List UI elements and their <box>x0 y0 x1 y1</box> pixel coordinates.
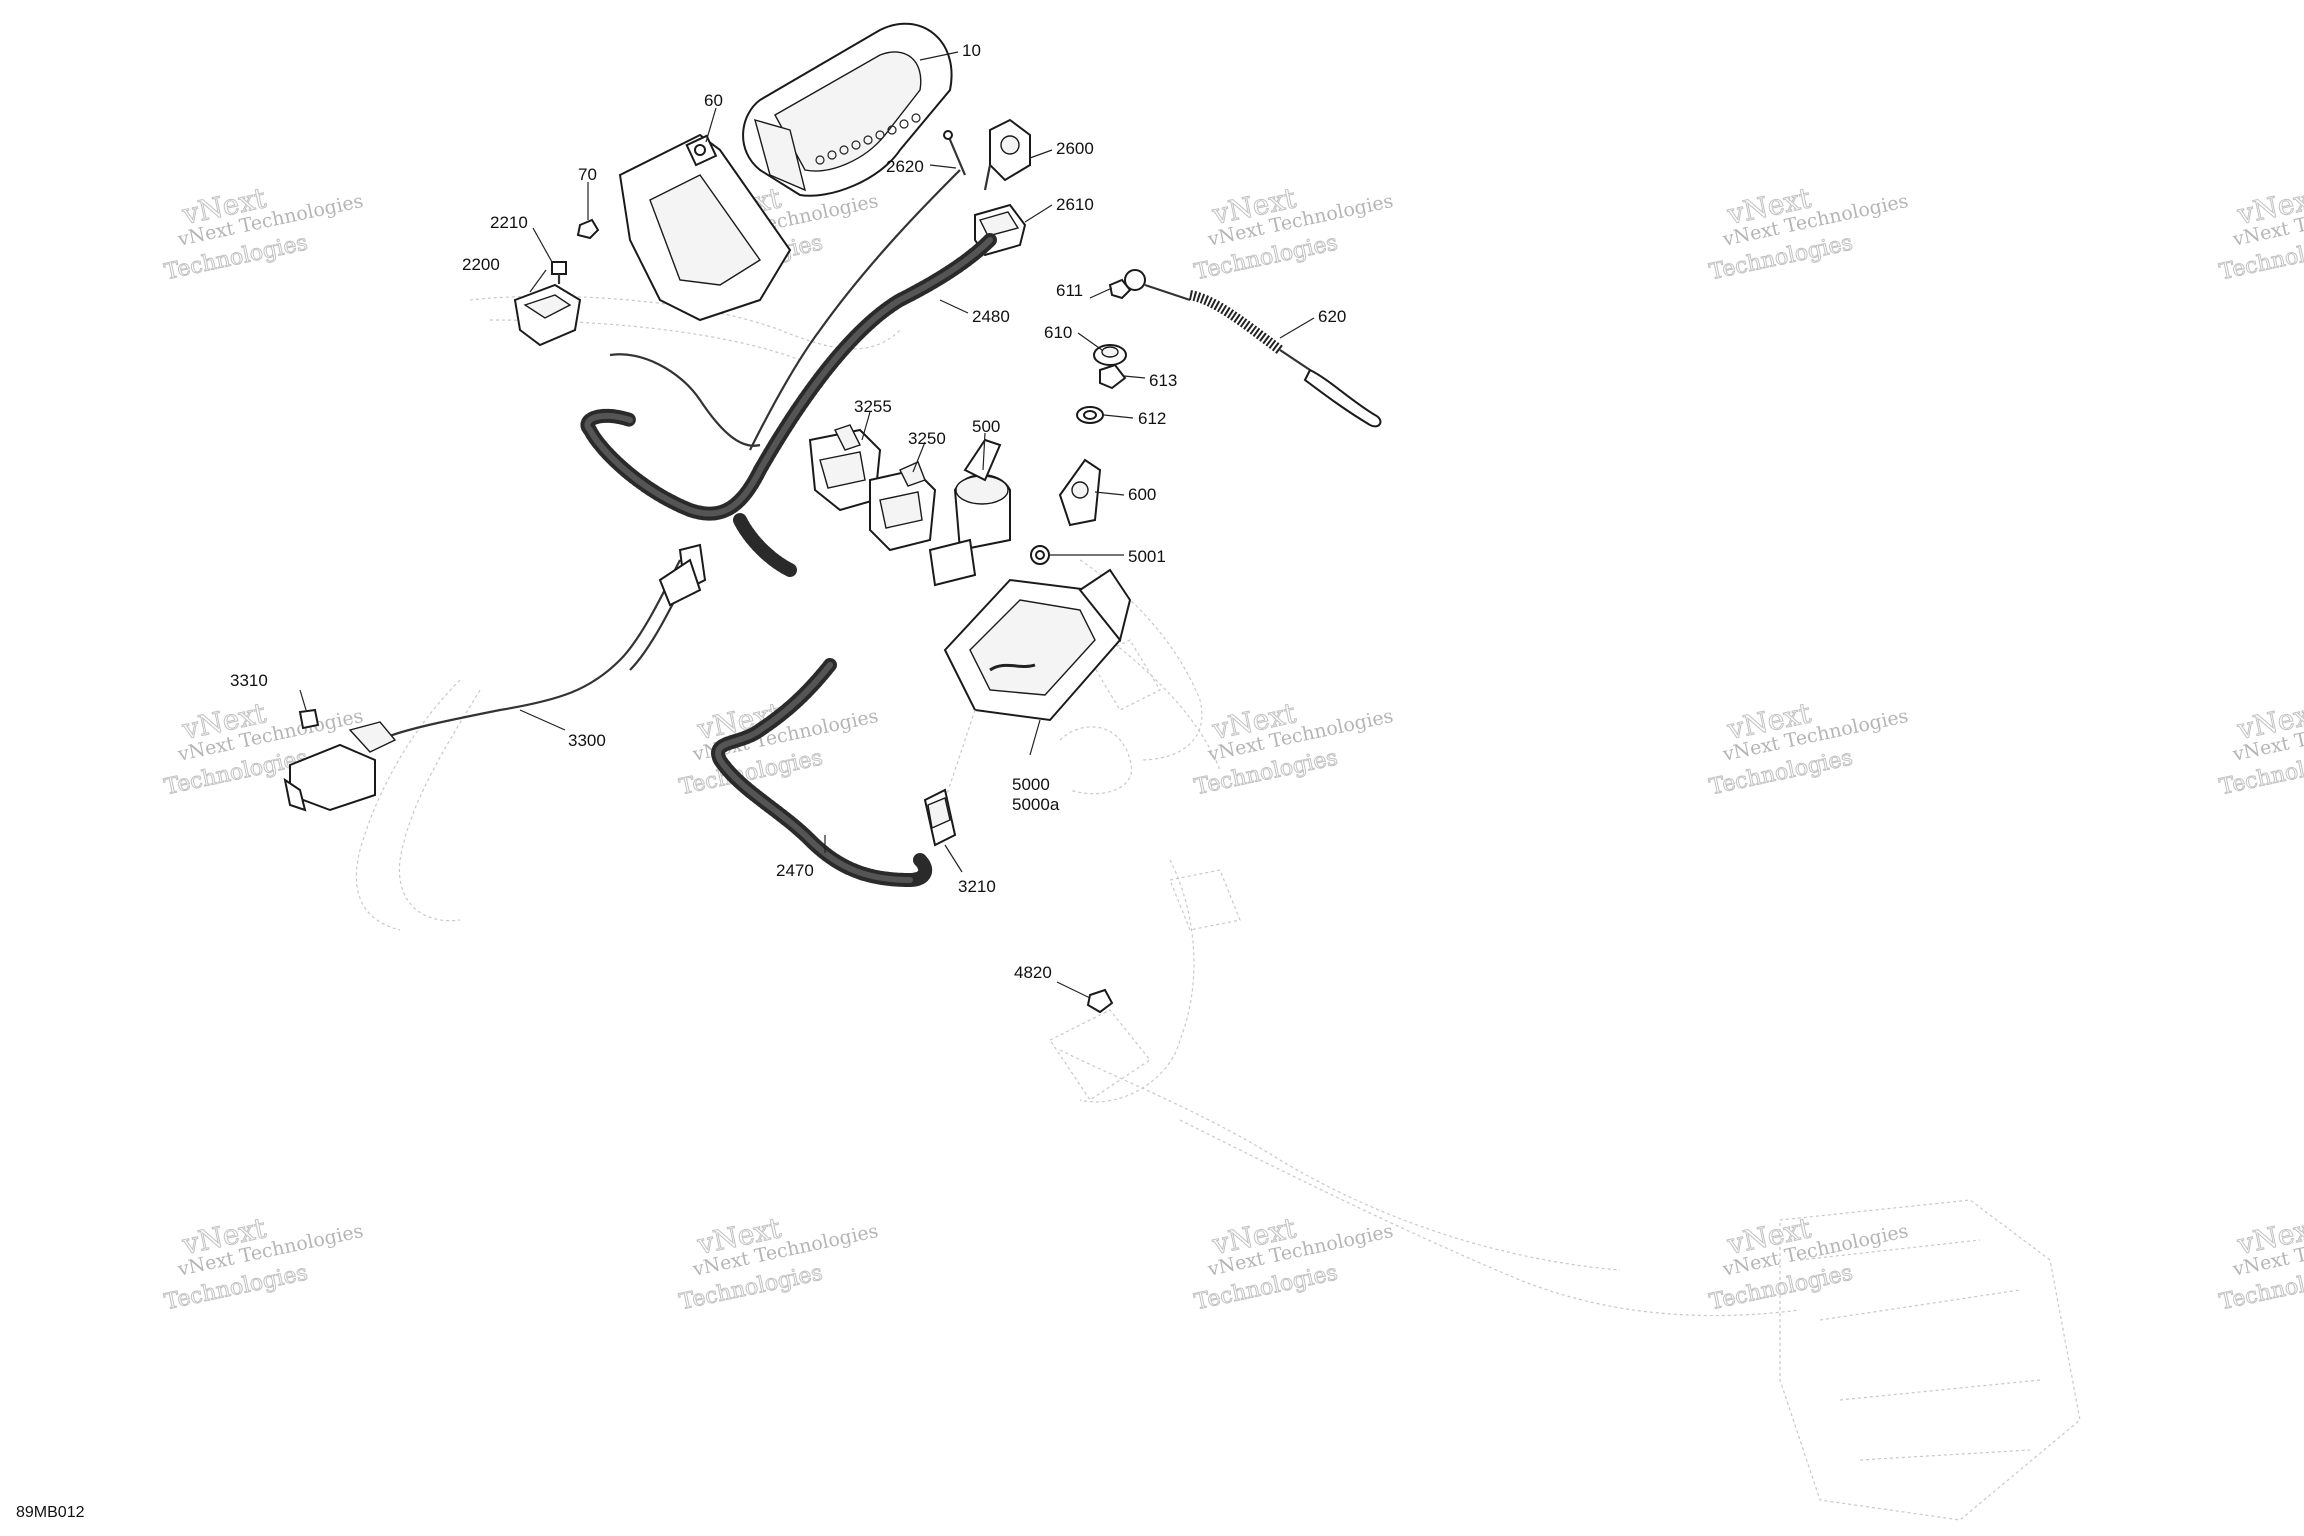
callout-600: 600 <box>1128 485 1156 504</box>
screw-3310 <box>298 708 320 730</box>
callout-2480: 2480 <box>972 307 1010 326</box>
callout-2610: 2610 <box>1056 195 1094 214</box>
callout-5000a: 5000a <box>1012 795 1060 814</box>
callout-5000: 5000 <box>1012 775 1050 794</box>
callout-2210: 2210 <box>490 213 528 232</box>
relay-2200 <box>513 283 582 347</box>
washer-612 <box>1076 406 1104 424</box>
callout-2200: 2200 <box>462 255 500 274</box>
figure-code: 89MB012 <box>16 1504 85 1521</box>
switch-2600 <box>983 118 1031 191</box>
callout-3210: 3210 <box>958 877 996 896</box>
connector-3210 <box>923 788 957 847</box>
ecm-5000 <box>943 568 1132 722</box>
watermark: vNext vNext Technologies Technologies <box>1707 1211 1910 1316</box>
callout-5001: 5001 <box>1128 547 1166 566</box>
callout-2620: 2620 <box>886 157 924 176</box>
callout-60: 60 <box>704 91 723 110</box>
callout-2600: 2600 <box>1056 139 1094 158</box>
nut-70 <box>576 218 600 240</box>
nut-613 <box>1099 363 1127 390</box>
watermark: vNext vNext Technologies Technologies <box>1192 181 1395 286</box>
tether-cord-620 <box>1124 269 1382 428</box>
callout-labels: 10 60 70 2210 2200 2620 2600 2610 2480 6… <box>230 41 1346 982</box>
watermark: vNext vNext Technologies Technologies <box>677 696 880 801</box>
leader-lines <box>299 51 1315 999</box>
callout-2470: 2470 <box>776 861 814 880</box>
callout-3310: 3310 <box>230 671 268 690</box>
switch-3255 <box>808 424 882 512</box>
screw-2620 <box>943 130 967 176</box>
watermark: vNext vNext Technologies Technologies <box>1192 1211 1395 1316</box>
callout-3250: 3250 <box>908 429 946 448</box>
watermarks: vNext vNext Technologies Technologies vN… <box>162 181 2304 1316</box>
harness-2480 <box>580 233 997 577</box>
screw-2210 <box>551 261 567 284</box>
watermark: vNext vNext Technologies Technologies <box>1707 696 1910 801</box>
switch-3250 <box>869 461 937 552</box>
display-cluster <box>742 22 953 197</box>
watermark: vNext vNext Technologies Technologies <box>2217 696 2304 801</box>
callout-611: 611 <box>1056 281 1083 300</box>
watermark: vNext vNext Technologies Technologies <box>677 1211 880 1316</box>
bushing-610 <box>1093 344 1127 366</box>
callout-612: 612 <box>1138 409 1166 428</box>
ignition-500 <box>928 438 1011 587</box>
harness-2470 <box>711 658 933 888</box>
harness-3300 <box>379 543 707 741</box>
callout-500: 500 <box>972 417 1000 436</box>
watermark: vNext vNext Technologies Technologies <box>162 181 365 286</box>
nut-5001 <box>1030 545 1050 565</box>
callout-613: 613 <box>1149 371 1177 390</box>
relay-mount <box>283 721 397 812</box>
watermark: vNext vNext Technologies Technologies <box>162 1211 365 1316</box>
watermark: vNext vNext Technologies Technologies <box>1707 181 1910 286</box>
callout-3300: 3300 <box>568 731 606 750</box>
ecm-leader-dash <box>944 709 976 801</box>
callout-70: 70 <box>578 165 597 184</box>
cord-switch-600 <box>1058 458 1102 527</box>
nut-4820 <box>1086 988 1114 1014</box>
callout-620: 620 <box>1318 307 1346 326</box>
watermark: vNext vNext Technologies Technologies <box>2217 1211 2304 1316</box>
ghosted-frame <box>355 295 2081 1521</box>
watermark: vNext vNext Technologies Technologies <box>2217 181 2304 286</box>
callout-3255: 3255 <box>854 397 892 416</box>
watermark: vNext vNext Technologies Technologies <box>1192 696 1395 801</box>
wire-cable <box>749 169 961 451</box>
wire-cable <box>609 353 761 447</box>
callout-10: 10 <box>962 41 981 60</box>
callout-610: 610 <box>1044 323 1072 342</box>
callout-4820: 4820 <box>1014 963 1052 982</box>
